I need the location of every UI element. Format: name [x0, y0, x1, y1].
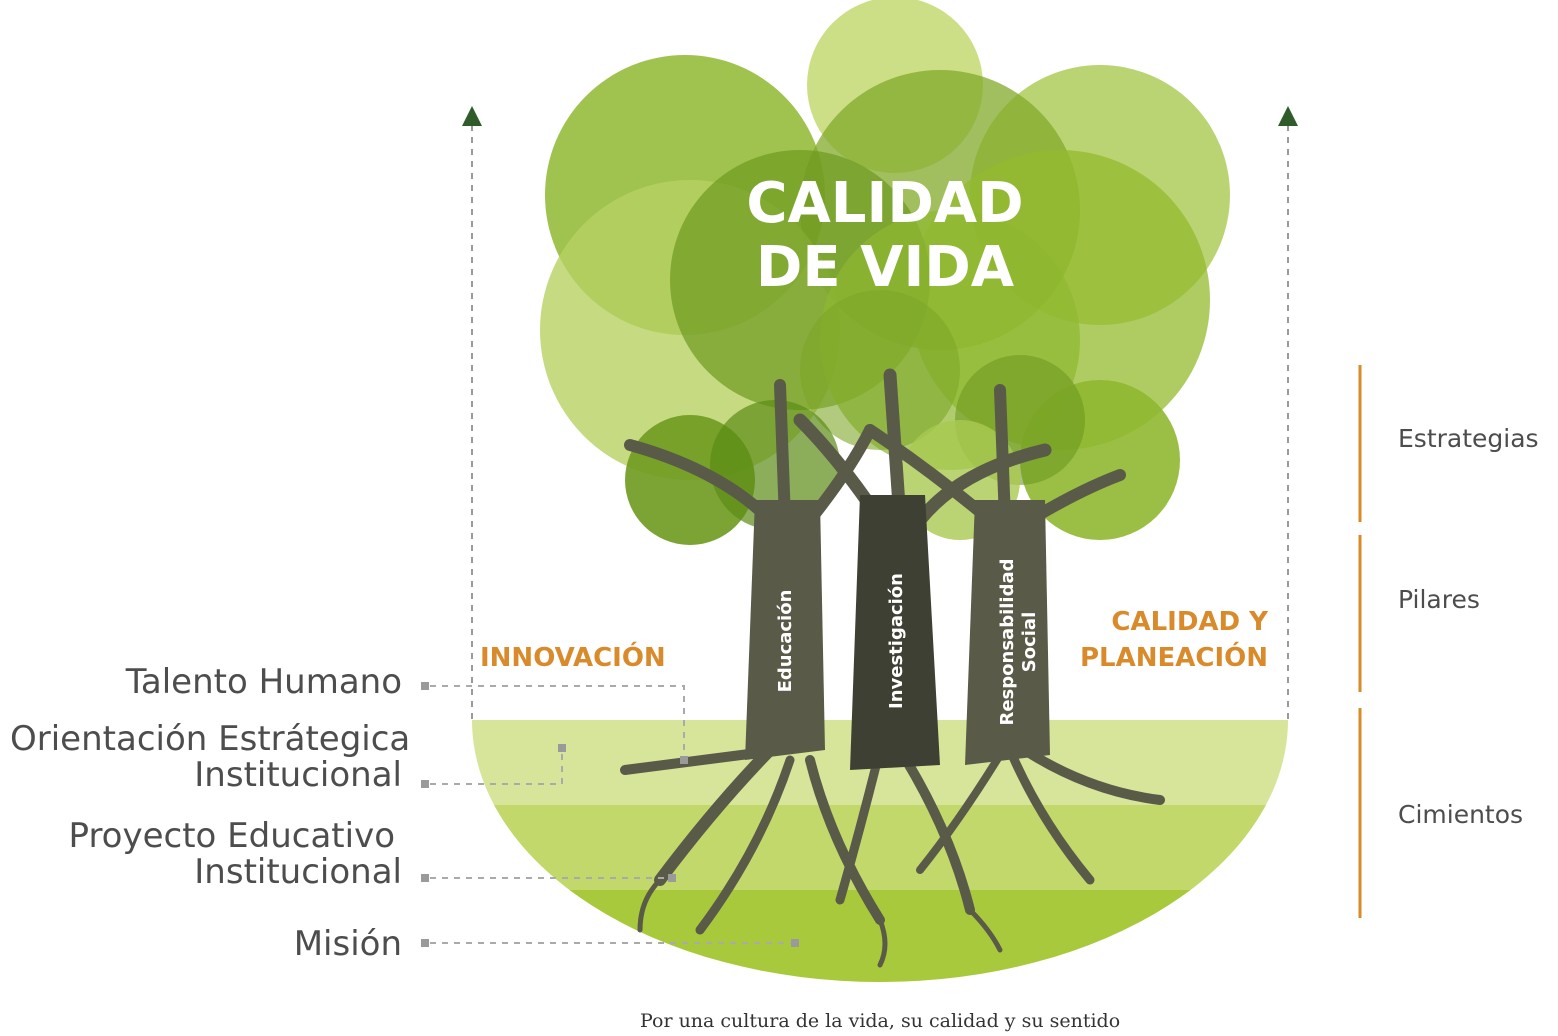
- pillar-responsabilidad-social: Responsabilidad Social: [997, 552, 1041, 732]
- level-cimientos: Cimientos: [1398, 800, 1524, 829]
- level-pilares: Pilares: [1398, 585, 1480, 614]
- foundation-connectors: [430, 685, 795, 944]
- growth-arrows: [462, 106, 1298, 720]
- pillar-investigacion: Investigación: [886, 573, 907, 709]
- title-line1: CALIDAD: [746, 171, 1024, 236]
- foundation-orientacion-line2: Institucional: [194, 755, 402, 795]
- trunks: [624, 368, 1126, 770]
- level-estrategias: Estrategias: [1398, 424, 1539, 453]
- caption: Por una cultura de la vida, su calidad y…: [640, 1010, 1121, 1032]
- pillar-responsabilidad-social-text: Responsabilidad Social: [997, 558, 1040, 726]
- connector-dots: [421, 682, 799, 947]
- strategy-innovacion: INNOVACIÓN: [480, 643, 666, 673]
- foundation-orientacion-line1: Orientación Estrátegica: [10, 719, 411, 759]
- pillar-educacion: Educación: [775, 589, 796, 693]
- strategy-calidad-line1: CALIDAD Y: [1111, 607, 1268, 637]
- foliage: [540, 0, 1230, 545]
- title-line2: DE VIDA: [755, 235, 1015, 300]
- foundation-proyecto-line1: Proyecto Educativo: [68, 816, 395, 856]
- strategy-calidad-line2: PLANEACIÓN: [1079, 643, 1268, 673]
- foundation-talento-humano: Talento Humano: [125, 662, 402, 702]
- foundation-mision: Misión: [293, 924, 402, 964]
- foundation-proyecto-line2: Institucional: [194, 852, 402, 892]
